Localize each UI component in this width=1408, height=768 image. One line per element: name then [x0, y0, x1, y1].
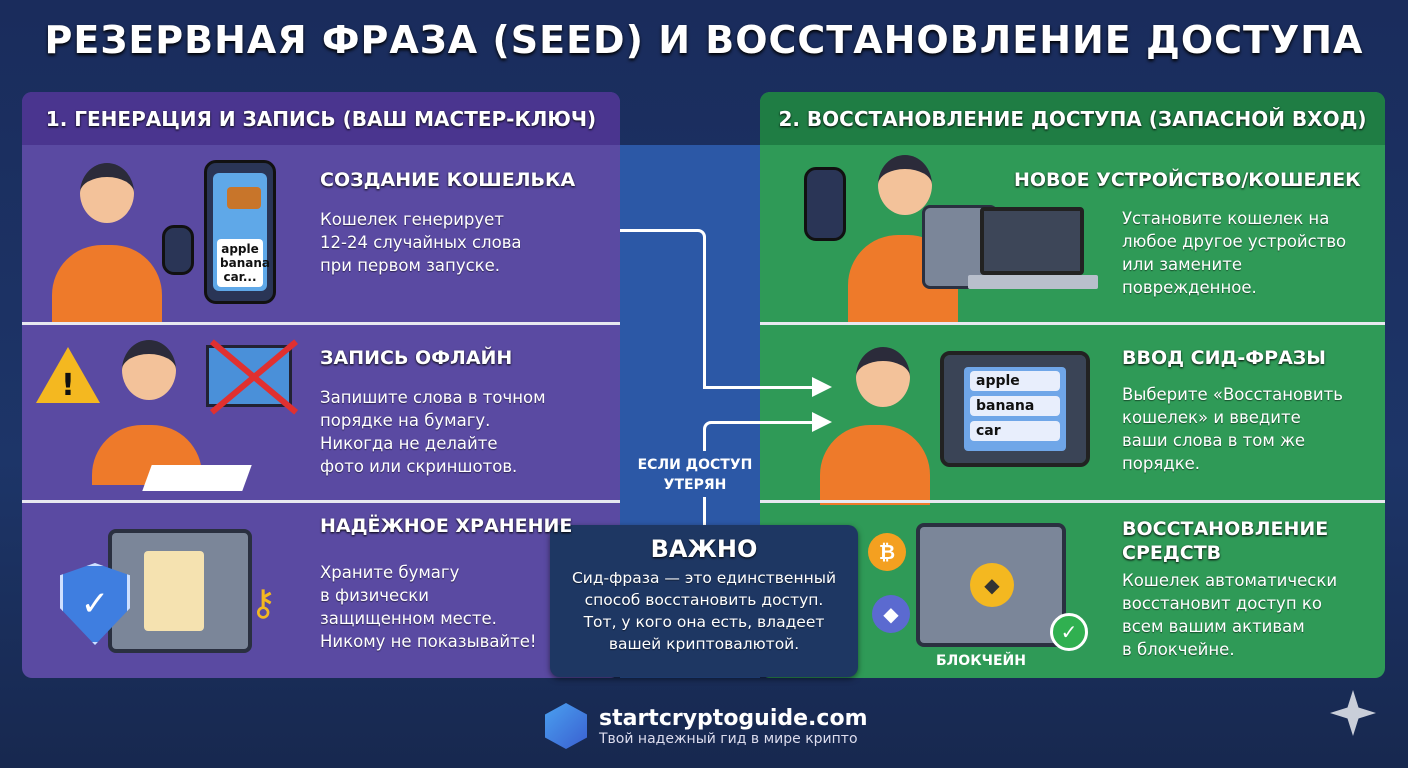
logo-icon	[545, 703, 587, 749]
seed-word-field: banana	[970, 396, 1060, 416]
check-icon: ✓	[1050, 613, 1088, 651]
open-safe-icon: ◆	[916, 523, 1066, 647]
ethereum-coin-icon: ◆	[970, 563, 1014, 607]
step-enter-seed: apple banana car ВВОД СИД-ФРАЗЫ Выберите…	[760, 322, 1385, 505]
important-title: ВАЖНО	[650, 535, 758, 563]
step-title: НОВОЕ УСТРОЙСТВО/КОШЕЛЕК	[1014, 169, 1361, 191]
tagline: Твой надежный гид в мире крипто	[599, 730, 858, 747]
recovery-panel: 2. ВОССТАНОВЛЕНИЕ ДОСТУПА (ЗАПАСНОЙ ВХОД…	[760, 92, 1385, 678]
seed-word: car...	[223, 270, 257, 284]
arrow-line	[620, 229, 706, 389]
bitcoin-icon: ₿	[868, 533, 906, 571]
arrow-head-icon	[812, 412, 832, 432]
site-link[interactable]: startcryptoguide.com	[599, 705, 868, 731]
step-title: СОЗДАНИЕ КОШЕЛЬКА	[320, 169, 576, 191]
person-head	[856, 347, 910, 407]
step-title: ВВОД СИД-ФРАЗЫ	[1122, 347, 1326, 369]
step-create-wallet: apple banana car... СОЗДАНИЕ КОШЕЛЬКА Ко…	[22, 145, 620, 325]
page-title: РЕЗЕРВНАЯ ФРАЗА (SEED) И ВОССТАНОВЛЕНИЕ …	[44, 18, 1364, 62]
key-icon: ⚷	[250, 583, 277, 624]
no-photo-icon	[206, 339, 299, 415]
step-new-device: НОВОЕ УСТРОЙСТВО/КОШЕЛЕК Установите коше…	[760, 145, 1385, 322]
person-head	[878, 155, 932, 215]
blockchain-label: БЛОКЧЕЙН	[936, 653, 1026, 669]
arrow-head-icon	[812, 377, 832, 397]
laptop-base	[968, 275, 1098, 289]
person-head	[80, 163, 134, 223]
wallet-phone-icon: apple banana car...	[204, 160, 276, 304]
wallet-icon	[227, 187, 261, 209]
ethereum-icon: ◆	[872, 595, 910, 633]
person-illustration	[820, 425, 930, 505]
broken-laptop-icon	[980, 207, 1084, 275]
phone-icon	[162, 225, 194, 275]
arrow-line	[703, 497, 706, 525]
warning-icon: !	[36, 347, 100, 403]
step-title: НАДЁЖНОЕ ХРАНЕНИЕ	[320, 515, 573, 537]
footer: startcryptoguide.com Твой надежный гид в…	[545, 703, 868, 749]
generation-panel: 1. ГЕНЕРАЦИЯ И ЗАПИСЬ (ВАШ МАСТЕР-КЛЮЧ) …	[22, 92, 620, 678]
seed-word-field: car	[970, 421, 1060, 441]
seed-word-field: apple	[970, 371, 1060, 391]
scroll-icon	[144, 551, 204, 631]
step-title: ЗАПИСЬ ОФЛАЙН	[320, 347, 513, 369]
paper-icon	[142, 465, 252, 491]
panel-header: 2. ВОССТАНОВЛЕНИЕ ДОСТУПА (ЗАПАСНОЙ ВХОД…	[760, 92, 1385, 145]
seed-word: banana	[220, 256, 270, 270]
person-illustration	[52, 245, 162, 325]
person-head	[122, 340, 176, 400]
tablet-icon: apple banana car	[940, 351, 1090, 467]
sparkle-icon	[1330, 690, 1376, 736]
broken-phone-icon	[804, 167, 846, 241]
arrow-line	[703, 386, 815, 389]
panel-header: 1. ГЕНЕРАЦИЯ И ЗАПИСЬ (ВАШ МАСТЕР-КЛЮЧ)	[22, 92, 620, 145]
seed-word: apple	[221, 242, 259, 256]
arrow-line	[703, 421, 815, 451]
